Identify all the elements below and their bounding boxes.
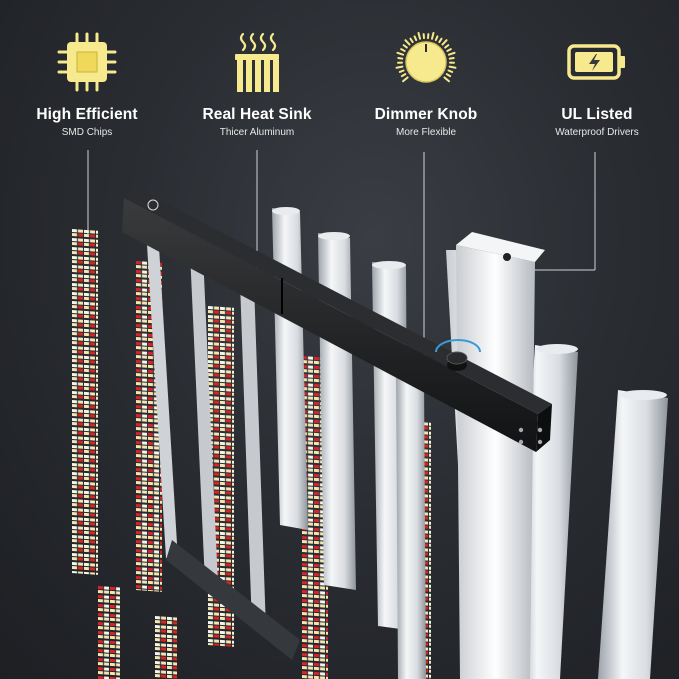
battery-icon (567, 44, 625, 80)
dimmer-tick (446, 48, 452, 52)
dimmer-tick (396, 51, 405, 56)
dimmer-tick (444, 44, 450, 49)
dimmer-tick (443, 76, 450, 83)
dimmer-knob-icon (395, 31, 457, 83)
dimmer-tick (400, 73, 407, 78)
feature-ul-listed: UL Listed Waterproof Drivers (522, 30, 672, 138)
feature-subtitle: More Flexible (395, 127, 457, 138)
dimmer-tick (395, 65, 404, 69)
dimmer-tick (441, 39, 448, 46)
dimmer-tick (448, 57, 455, 60)
feature-subtitle: Waterproof Drivers (555, 127, 639, 138)
dimmer-tick (445, 73, 452, 78)
frame-bars (146, 228, 300, 660)
dimmer-tick (447, 51, 456, 56)
dimmer-tick (397, 57, 404, 60)
dimmer-tick (447, 69, 454, 73)
dimmer-tick (402, 76, 409, 83)
dimmer-tick (417, 31, 422, 40)
feature-subtitle: Thicer Aluminum (219, 127, 295, 138)
heat-sink-icon (235, 32, 279, 92)
feature-title: Real Heat Sink (202, 106, 312, 123)
dimmer-tick (438, 37, 443, 44)
callout-lines (87, 150, 596, 360)
dimmer-tick (400, 48, 406, 52)
dimmer-tick (404, 39, 411, 46)
dimmer-tick (413, 35, 418, 42)
main-black-bar (122, 190, 552, 452)
chip-icon (57, 32, 117, 92)
dimmer-tick (448, 65, 457, 69)
dimmer-tick (402, 44, 408, 49)
feature-title: Dimmer Knob (374, 106, 478, 123)
dimmer-tick (430, 31, 435, 40)
dimmer-tick (434, 35, 439, 42)
dimmer-tick (409, 37, 414, 44)
feature-title: UL Listed (561, 106, 633, 123)
feature-title: High Efficient (36, 106, 138, 123)
driver-box (456, 232, 545, 679)
feature-high-efficient: High Efficient SMD Chips (12, 30, 162, 138)
feature-real-heat-sink: Real Heat Sink Thicer Aluminum (182, 30, 332, 138)
dimmer-tick (398, 69, 405, 73)
feature-subtitle: SMD Chips (61, 127, 113, 138)
feature-dimmer-knob: Dimmer Knob More Flexible (351, 30, 501, 138)
